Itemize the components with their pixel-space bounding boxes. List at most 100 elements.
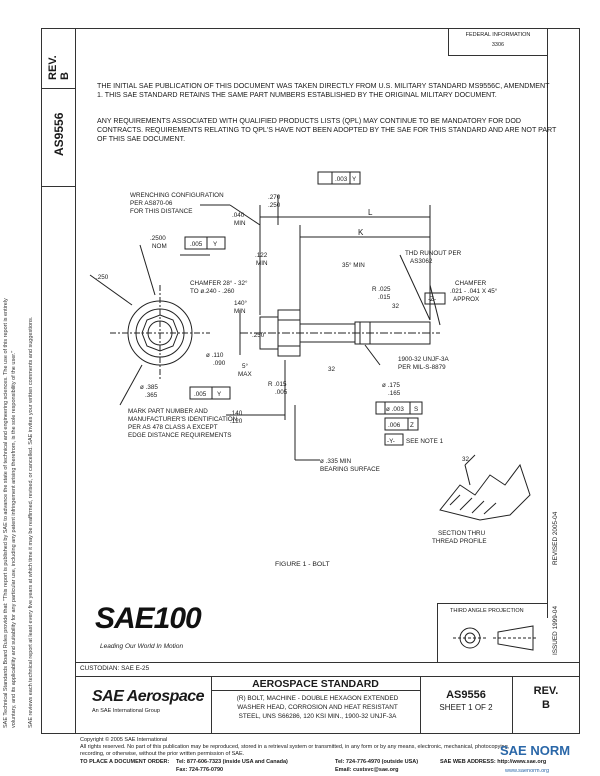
board-rules-note: SAE Technical Standards Board Rules prov…: [3, 298, 9, 728]
see-note-1: SEE NOTE 1: [406, 438, 444, 445]
desc-line-3: STEEL, UNS S66286, 120 KSI MIN., 1900-32…: [238, 713, 397, 720]
finish-32-c: 32: [462, 456, 470, 463]
order-label: TO PLACE A DOCUMENT ORDER:: [80, 759, 170, 765]
label-max: MAX: [238, 371, 252, 378]
desc-line-1: (R) BOLT, MACHINE - DOUBLE HEXAGON EXTEN…: [236, 695, 399, 702]
perpendicularity-frame: [317, 171, 361, 185]
projection-label: THIRD ANGLE PROJECTION: [450, 608, 524, 614]
datum-y-box: -Y-: [387, 438, 395, 445]
sae-logo: SAE100: [95, 602, 202, 635]
dim-140: .140: [230, 410, 243, 417]
label-chamfer-2c: APPROX: [453, 296, 480, 303]
perp-tol: .003: [335, 176, 348, 183]
intro-paragraph-1: THE INITIAL SAE PUBLICATION OF THIS DOCU…: [97, 82, 550, 99]
title-doc-number: AS9556: [446, 689, 486, 701]
finish-32-a: 32: [392, 303, 400, 310]
left-margin-column: [41, 28, 75, 734]
divider: [211, 676, 212, 734]
datum-y-frame: [384, 433, 404, 446]
radius-025: R .025: [372, 286, 391, 293]
datum-y-top: Y: [213, 241, 218, 248]
right-margin-line: [547, 28, 548, 618]
datum-z-frame: [424, 292, 446, 305]
divider: [75, 676, 580, 677]
dim-L: L: [368, 208, 373, 217]
email: Email: custsvc@sae.org: [335, 767, 399, 773]
rev-label: REV.: [47, 55, 59, 80]
tolerance-frame-bottom: [189, 386, 231, 400]
standard-title: AEROSPACE STANDARD: [252, 678, 379, 690]
dim-110: ø .110: [206, 352, 224, 359]
divider: [211, 690, 420, 691]
dim-165: .165: [388, 390, 401, 397]
label-wrenching-config: WRENCHING CONFIGURATION: [130, 192, 224, 199]
concentricity-frame: [384, 417, 419, 431]
tel-inside: Tel: 877-606-7323 (inside USA and Canada…: [176, 759, 288, 765]
label-section-1: SECTION THRU: [438, 530, 486, 537]
pos-modifier: S: [414, 406, 418, 413]
label-chamfer-2b: .021 - .041 X 45°: [450, 287, 498, 295]
finish-32-b: 32: [328, 366, 336, 373]
title-description: (R) BOLT, MACHINE - DOUBLE HEXAGON EXTEN…: [215, 694, 420, 721]
mark-note-4: EDGE DISTANCE REQUIREMENTS: [128, 432, 231, 439]
dim-005: .005: [275, 389, 288, 396]
watermark-url: www.saenorm.org: [505, 768, 550, 774]
dim-090: .090: [213, 360, 226, 367]
dim-K: K: [358, 228, 364, 237]
tol-005-top: .005: [190, 241, 203, 248]
title-rev-label: REV.: [533, 685, 559, 697]
mark-note-3: PER AS 478 CLASS A EXCEPT: [128, 424, 218, 431]
dim-040: .040: [232, 212, 245, 219]
review-note: SAE reviews each technical report at lea…: [28, 316, 34, 728]
thread-spec-2: PER MIL-S-8879: [398, 364, 446, 371]
label-chamfer-2a: CHAMFER: [455, 280, 487, 287]
label-per-as870: PER AS870-06: [130, 200, 173, 207]
dim-270: .270: [268, 194, 281, 201]
conc-datum: Z: [410, 422, 414, 429]
divider: [75, 662, 580, 663]
label-bearing-surface: BEARING SURFACE: [320, 466, 380, 473]
divider: [512, 676, 513, 734]
brand-logo: SAE Aerospace: [92, 688, 205, 705]
rev-vertical: REV. B: [47, 55, 71, 80]
label-thd-runout-1: THD RUNOUT PER: [405, 250, 462, 257]
pos-tol: ø .003: [386, 406, 404, 413]
label-nom: NOM: [152, 243, 167, 250]
label-min-2: MIN: [256, 260, 268, 267]
brand-sub: An SAE International Group: [92, 708, 160, 714]
divider: [41, 88, 75, 89]
datum-y-bottom: Y: [217, 391, 222, 398]
bolt-drawing: WRENCHING CONFIGURATION PER AS870-06 FOR…: [89, 171, 531, 568]
label-for-this-distance: FOR THIS DISTANCE: [130, 208, 192, 215]
mark-note-2: MANUFACTURER'S IDENTIFICATION: [128, 416, 238, 423]
dim-120: .120: [230, 418, 243, 425]
custodian: CUSTODIAN: SAE E-25: [80, 665, 150, 672]
federal-note-box: [448, 28, 547, 56]
drawing-frame: [75, 28, 580, 734]
desc-line-2: WASHER HEAD, CORROSION AND HEAT RESISTAN…: [237, 704, 398, 711]
label-section-2: THREAD PROFILE: [432, 538, 487, 545]
tolerance-frame-top: [184, 236, 226, 250]
figure-caption: FIGURE 1 - BOLT: [275, 561, 330, 568]
position-frame: [375, 401, 423, 415]
thread-profile-section: [439, 463, 531, 521]
intro-paragraph-2: ANY REQUIREMENTS ASSOCIATED WITH QUALIFI…: [97, 117, 557, 143]
thread-spec-1: 1900-32 UNJF-3A: [398, 356, 450, 363]
divider: [41, 186, 75, 187]
angle-5: 5°: [242, 362, 249, 370]
perp-datum: Y: [352, 176, 357, 183]
federal-note-line2: 3306: [491, 42, 505, 48]
dim-2500: .2500: [150, 235, 166, 242]
usage-note: voluntary, and its applicability and sui…: [11, 350, 17, 728]
watermark-logo: SAE NORM: [500, 743, 571, 758]
revised-date: REVISED 2005-04: [552, 511, 559, 565]
dim-250-mid: .250: [252, 332, 265, 339]
copyright: Copyright © 2005 SAE International: [80, 737, 168, 743]
logo-tagline: Leading Our World In Motion: [100, 643, 184, 650]
federal-note-line1: FEDERAL INFORMATION: [465, 32, 531, 38]
issued-date: ISSUED 1999-04: [552, 605, 559, 655]
dim-250-left: .250: [96, 274, 109, 281]
dim-175: ø .175: [382, 382, 400, 389]
dim-365: .365: [145, 392, 158, 399]
web-address: SAE WEB ADDRESS: http://www.sae.org: [440, 759, 547, 765]
